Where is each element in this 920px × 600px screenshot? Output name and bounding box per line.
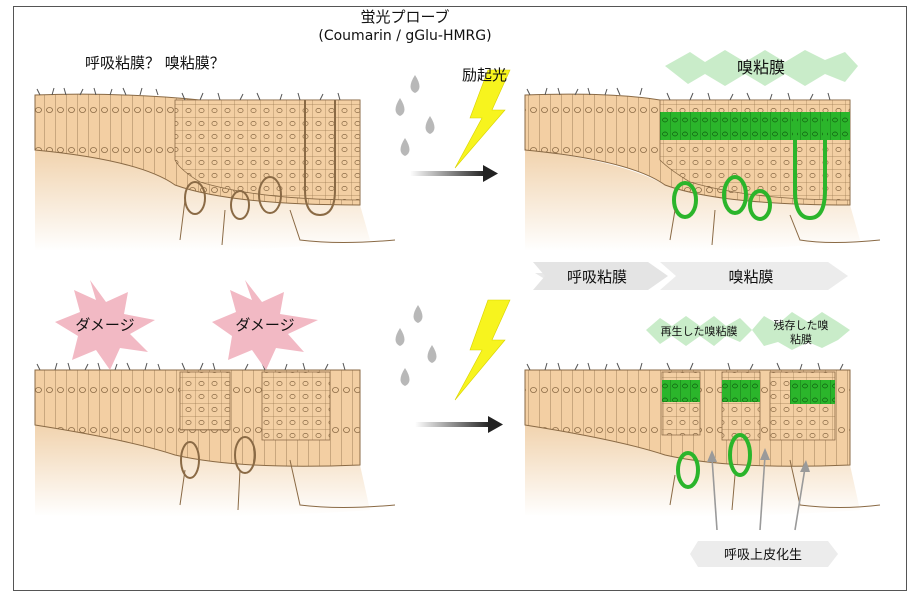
metaplasia-label-box [690,541,838,567]
nerve-fibers [179,459,396,511]
cilia [526,362,844,371]
regenerated-olfactory-label: 再生した嗅粘膜 [661,324,738,338]
top-right-olfactory-label: 嗅粘膜 [737,58,785,77]
figure-frame [13,6,907,591]
cilia [526,87,831,101]
droplet-icon [410,75,420,93]
tissue-bottom-right [524,362,881,517]
metaplasia-arrows [707,448,810,531]
residual-olfactory-label-line1: 残存した嗅 [774,318,829,332]
damage-label-left: ダメージ [75,316,134,334]
bowman-glands [180,436,256,479]
lamina-propria [35,150,370,252]
bowman-glands [184,100,336,220]
damage-label-right: ダメージ [235,316,294,334]
droplet-icon [400,368,410,386]
nerve-fibers [669,459,881,511]
process-arrow-bottom [415,416,503,433]
damage-burst-shape [212,280,318,370]
droplet-icon [427,345,437,363]
probe-droplets-top [395,75,435,156]
residual-olfactory-label-line2: 粘膜 [790,332,812,346]
excitation-lightning-icon [454,299,511,401]
cilia [36,362,346,371]
tissue-top-left [34,87,396,252]
fluorescent-layer [660,112,850,140]
droplet-icon [413,305,423,323]
tissue-top-right [524,87,881,252]
droplet-icon [425,116,435,134]
lamina-propria [35,425,370,517]
excitation-light-label: 励起光 [462,66,507,84]
probe-subtitle: (Coumarin / gGlu-HMRG) [318,28,491,44]
droplet-icon [395,328,405,346]
olfactory-badge-shape [665,50,858,86]
olfactory-region-label: 嗅粘膜 [728,268,773,286]
cilia [36,87,341,101]
nerve-fibers [179,199,396,246]
lamina-propria [525,150,860,252]
respiratory-region-label: 呼吸粘膜 [567,268,627,286]
probe-droplets-bottom [395,305,437,386]
regenerated-badge-shape [646,316,752,346]
top-left-question-label: 呼吸粘膜？ 嗅粘膜？ [85,54,225,72]
excitation-lightning-icon [454,69,511,169]
fluorescent-layer [662,380,835,404]
droplet-icon [395,98,405,116]
residual-badge-shape [752,312,850,350]
respiratory-region-chevron [533,262,668,290]
fluorescent-glands [672,115,827,221]
residual-olfactory-zone [179,371,331,441]
nerve-fibers [669,209,881,246]
tissue-bottom-left [34,362,396,517]
lamina-propria [525,425,860,517]
process-arrow-top [410,165,498,182]
probe-title: 蛍光プローブ [360,8,449,26]
droplet-icon [400,138,410,156]
metaplasia-label: 呼吸上皮化生 [724,548,802,563]
fluorescent-glands [676,433,752,489]
olfactory-region-chevron [660,262,848,290]
damage-burst-shape [55,280,155,370]
